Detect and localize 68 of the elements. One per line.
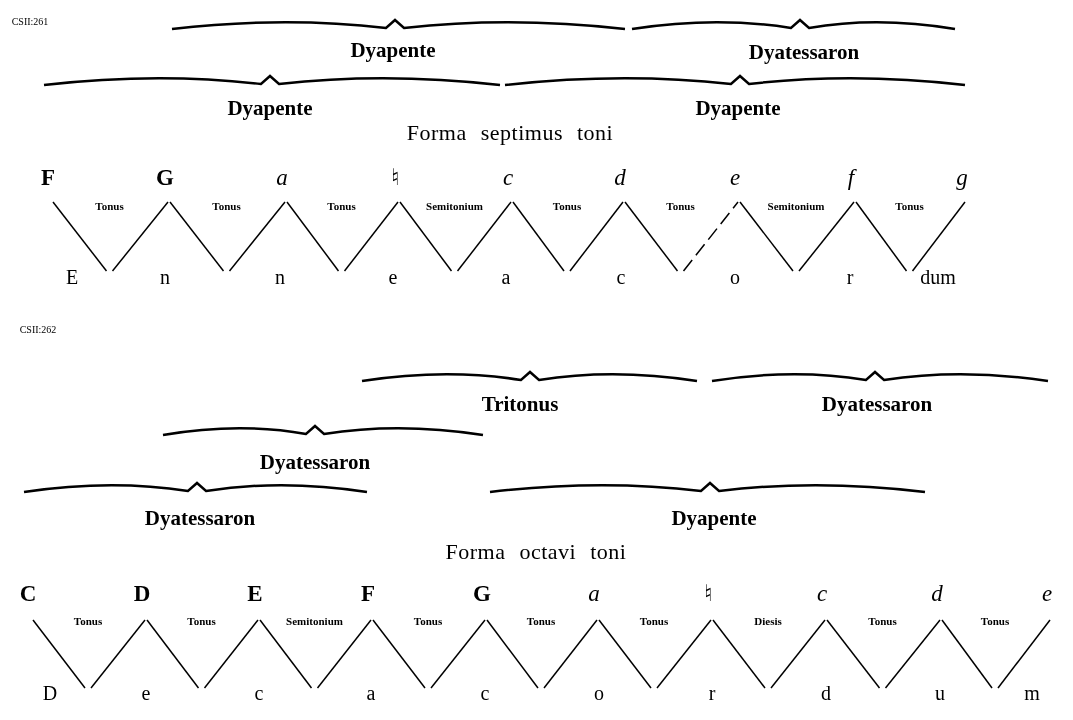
- interval-name: Dyatessaron: [259, 451, 371, 473]
- interval-label: Tonus: [526, 615, 556, 627]
- syllable: d: [821, 683, 831, 703]
- interval-label: Tonus: [895, 200, 924, 212]
- page-reference: CSII:261: [11, 17, 49, 27]
- syllable: e: [141, 683, 151, 703]
- interval-label: Tonus: [327, 200, 356, 212]
- note-letter: C: [19, 581, 37, 605]
- interval-label: Tonus: [639, 615, 669, 627]
- syllable: o: [730, 267, 740, 287]
- syllable: E: [65, 267, 79, 287]
- interval-label: Semitonium: [767, 200, 825, 212]
- syllable: a: [366, 683, 376, 703]
- interval-name: Dyatessaron: [821, 393, 933, 415]
- page-reference: CSII:262: [19, 325, 57, 335]
- interval-label: Tonus: [552, 200, 582, 212]
- interval-label: Tonus: [73, 615, 103, 627]
- note-letter: d: [931, 581, 943, 605]
- interval-label: Tonus: [666, 200, 695, 212]
- note-letter: a: [276, 165, 288, 189]
- note-letter: D: [133, 581, 151, 605]
- interval-name: Dyapente: [695, 97, 781, 119]
- syllable: dum: [920, 267, 956, 287]
- note-letter: e: [1041, 581, 1053, 605]
- interval-name: Tritonus: [481, 393, 559, 415]
- note-letter: f: [847, 165, 855, 189]
- syllable: D: [42, 683, 58, 703]
- note-letter: G: [156, 165, 174, 189]
- interval-name: Dyapente: [671, 507, 757, 529]
- syllable: c: [480, 683, 490, 703]
- syllable: c: [254, 683, 264, 703]
- interval-label: Tonus: [212, 200, 241, 212]
- syllable: u: [935, 683, 945, 703]
- note-letter: c: [816, 581, 828, 605]
- interval-label: Semitonium: [286, 615, 343, 627]
- mode-title: Forma septimus toni: [406, 122, 614, 144]
- interval-label: Tonus: [413, 615, 443, 627]
- syllable: e: [388, 267, 398, 287]
- note-letter: F: [40, 165, 56, 189]
- syllable: r: [846, 267, 854, 287]
- syllable: n: [275, 267, 285, 287]
- syllable: m: [1024, 683, 1040, 703]
- note-letter: G: [473, 581, 491, 605]
- note-letter: a: [588, 581, 600, 605]
- syllable: n: [160, 267, 170, 287]
- mode-title: Forma octavi toni: [445, 541, 627, 563]
- syllable: o: [594, 683, 604, 703]
- syllable: r: [708, 683, 716, 703]
- note-letter: c: [502, 165, 514, 189]
- note-letter: ♮: [390, 165, 400, 189]
- note-letter: F: [360, 581, 376, 605]
- syllable: c: [616, 267, 626, 287]
- syllable: a: [501, 267, 511, 287]
- interval-label: Tonus: [187, 615, 216, 627]
- note-letter: ♮: [703, 581, 713, 605]
- note-letter: d: [614, 165, 626, 189]
- interval-label: Semitonium: [426, 200, 483, 212]
- interval-name: Dyapente: [350, 39, 436, 61]
- interval-name: Dyapente: [227, 97, 313, 119]
- interval-name: Dyatessaron: [144, 507, 256, 529]
- interval-label: Tonus: [868, 615, 897, 627]
- note-letter: e: [729, 165, 741, 189]
- interval-label: Tonus: [980, 615, 1010, 627]
- interval-label: Diesis: [754, 615, 782, 627]
- interval-name: Dyatessaron: [748, 41, 860, 63]
- note-letter: g: [956, 165, 968, 189]
- interval-label: Tonus: [95, 200, 124, 212]
- note-letter: E: [247, 581, 263, 605]
